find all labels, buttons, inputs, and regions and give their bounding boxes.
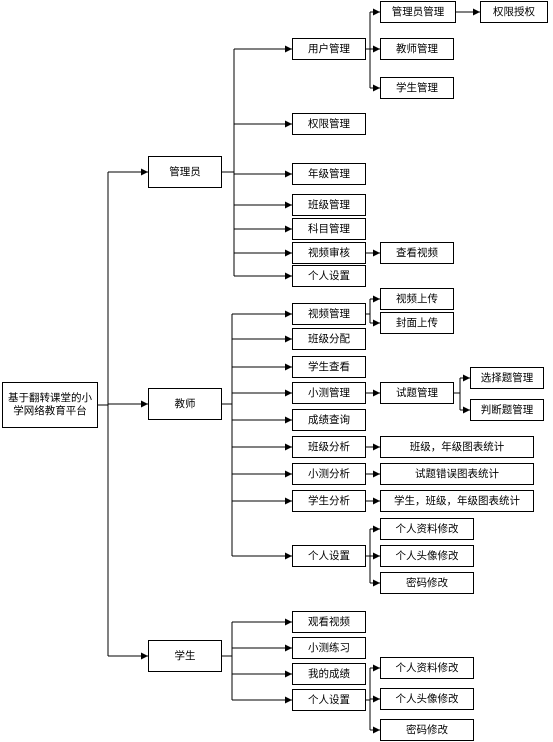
teacher-class-analysis-detail: 班级，年级图表统计 (380, 436, 534, 458)
admin-subject-mgmt: 科目管理 (292, 218, 366, 240)
admin-video-review: 视频审核 (292, 242, 366, 264)
teacher-personal-settings: 个人设置 (292, 545, 366, 567)
admin-user-mgmt: 用户管理 (292, 38, 366, 60)
teacher-avatar-edit: 个人头像修改 (380, 545, 474, 567)
teacher-password-edit: 密码修改 (380, 572, 474, 594)
teacher-quiz-mgmt: 小测管理 (292, 382, 366, 404)
root-node: 基于翻转课堂的小学网络教育平台 (2, 382, 98, 428)
student-password-edit: 密码修改 (380, 719, 474, 741)
connector-lines (98, 8, 480, 734)
teacher-class-analysis: 班级分析 (292, 436, 366, 458)
teacher-quiz-analysis-detail: 试题错误图表统计 (380, 463, 534, 485)
admin-class-mgmt: 班级管理 (292, 194, 366, 216)
teacher-student-view: 学生查看 (292, 356, 366, 378)
admin-teacher-mgmt: 教师管理 (380, 38, 454, 60)
role-admin: 管理员 (148, 156, 222, 188)
admin-permission-mgmt: 权限管理 (292, 113, 366, 135)
admin-personal-settings: 个人设置 (292, 265, 366, 287)
role-teacher: 教师 (148, 388, 222, 420)
teacher-profile-edit: 个人资料修改 (380, 518, 474, 540)
student-watch-video: 观看视频 (292, 611, 366, 633)
admin-student-mgmt: 学生管理 (380, 77, 454, 99)
admin-admin-mgmt: 管理员管理 (380, 1, 456, 23)
teacher-class-assign: 班级分配 (292, 328, 366, 350)
teacher-score-query: 成绩查询 (292, 409, 366, 431)
admin-grade-mgmt: 年级管理 (292, 163, 366, 185)
teacher-video-mgmt: 视频管理 (292, 303, 366, 325)
teacher-student-analysis: 学生分析 (292, 490, 366, 512)
teacher-quiz-analysis: 小测分析 (292, 463, 366, 485)
admin-permission-grant: 权限授权 (480, 1, 548, 23)
teacher-question-mgmt: 试题管理 (380, 382, 454, 404)
student-avatar-edit: 个人头像修改 (380, 688, 474, 710)
teacher-student-analysis-detail: 学生，班级，年级图表统计 (380, 490, 534, 512)
student-quiz-practice: 小测练习 (292, 637, 366, 659)
student-personal-settings: 个人设置 (292, 689, 366, 711)
admin-view-video: 查看视频 (380, 242, 454, 264)
teacher-cover-upload: 封面上传 (380, 312, 454, 334)
teacher-choice-mgmt: 选择题管理 (470, 367, 544, 389)
teacher-judge-mgmt: 判断题管理 (470, 399, 544, 421)
teacher-video-upload: 视频上传 (380, 288, 454, 310)
student-my-scores: 我的成绩 (292, 663, 366, 685)
role-student: 学生 (148, 640, 222, 672)
student-profile-edit: 个人资料修改 (380, 657, 474, 679)
